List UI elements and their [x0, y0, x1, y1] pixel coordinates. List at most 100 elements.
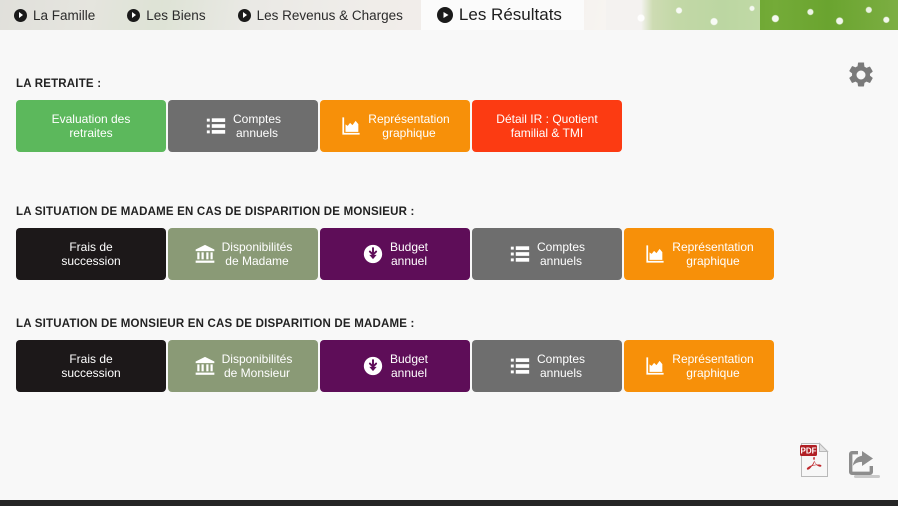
- button-label-line2: graphique: [686, 366, 740, 380]
- list-icon: [509, 243, 531, 265]
- button-label-line1: Frais de: [69, 240, 113, 254]
- tab-la-famille[interactable]: La Famille: [0, 0, 113, 30]
- button-label-line1: Disponibilités: [221, 352, 293, 366]
- button-label-line2: annuels: [539, 254, 583, 268]
- gear-icon: [849, 62, 873, 87]
- scrollbar-nub[interactable]: [854, 475, 880, 478]
- section-2: LA SITUATION DE MADAME EN CAS DE DISPARI…: [16, 206, 774, 280]
- tab-les-revenus-charges[interactable]: Les Revenus & Charges: [224, 0, 421, 30]
- tab-label: Les Résultats: [458, 5, 562, 24]
- pdf-export-button[interactable]: PDF: [800, 442, 830, 478]
- button-label-line1: Comptes: [232, 112, 282, 126]
- tab-les-biens[interactable]: Les Biens: [113, 0, 223, 30]
- area-chart-icon: [644, 243, 666, 265]
- button-label-line1: Représentation: [672, 240, 754, 254]
- share-export-button[interactable]: [846, 448, 876, 478]
- button-label-line1: Détail IR : Quotient: [496, 112, 598, 126]
- button-label-line2: graphique: [686, 254, 740, 268]
- svg-text:PDF: PDF: [801, 447, 817, 456]
- button-label-line2: succession: [61, 254, 121, 268]
- section-title: LA SITUATION DE MADAME EN CAS DE DISPARI…: [16, 206, 415, 218]
- button-label-line1: Comptes: [536, 240, 586, 254]
- tab-label: La Famille: [33, 7, 96, 23]
- button-label-line2: annuels: [235, 126, 279, 140]
- section-title: LA RETRAITE :: [16, 78, 102, 90]
- button-label-line1: Budget: [389, 240, 429, 254]
- arrow-circle-icon: [14, 8, 27, 22]
- button-label-line1: Frais de: [69, 352, 113, 366]
- button-label-line2: annuel: [390, 254, 428, 268]
- button-label-line1: Disponibilités: [221, 240, 293, 254]
- main-tab-bar: La Famille Les Biens Les Revenus & Charges…: [0, 0, 584, 30]
- button-label-line2: de Monsieur: [223, 366, 291, 380]
- area-chart-icon: [340, 115, 362, 137]
- button-label-line2: de Madame: [225, 254, 289, 268]
- button-label-line1: Evaluation des: [51, 112, 131, 126]
- header-bar: La Famille Les Biens Les Revenus & Charges…: [0, 0, 898, 30]
- button-label-line1: Représentation: [672, 352, 754, 366]
- button-label-line2: annuel: [390, 366, 428, 380]
- button-label-line2: succession: [61, 366, 121, 380]
- settings-gear-button[interactable]: [846, 60, 876, 90]
- list-icon: [205, 115, 227, 137]
- tab-les-r-sultats[interactable]: Les Résultats: [420, 0, 584, 30]
- button-label-line2: graphique: [382, 126, 436, 140]
- arrow-circle-icon: [237, 8, 251, 22]
- bank-icon: [194, 243, 216, 265]
- bank-icon: [194, 355, 216, 377]
- tab-label: Les Revenus & Charges: [256, 7, 403, 23]
- section-title: LA SITUATION DE MONSIEUR EN CAS DE DISPA…: [16, 318, 415, 330]
- share-export-icon: [849, 451, 873, 475]
- footer-action-bar: PDF: [800, 442, 876, 478]
- arrow-circle-icon: [436, 7, 453, 23]
- arrow-circle-icon: [127, 8, 141, 22]
- section-3: LA SITUATION DE MONSIEUR EN CAS DE DISPA…: [16, 318, 774, 392]
- list-icon: [509, 355, 531, 377]
- download-circle-icon: [362, 355, 384, 377]
- pdf-export-icon: PDF: [800, 442, 829, 477]
- button-label-line2: familial & TMI: [510, 126, 584, 140]
- button-label-line1: Budget: [389, 352, 429, 366]
- button-label-line1: Comptes: [536, 352, 586, 366]
- tab-label: Les Biens: [146, 7, 206, 23]
- area-chart-icon: [644, 355, 666, 377]
- button-label-line2: retraites: [69, 126, 113, 140]
- bottom-status-bar: [0, 500, 898, 506]
- button-label-line1: Représentation: [368, 112, 450, 126]
- button-label-line2: annuels: [539, 366, 583, 380]
